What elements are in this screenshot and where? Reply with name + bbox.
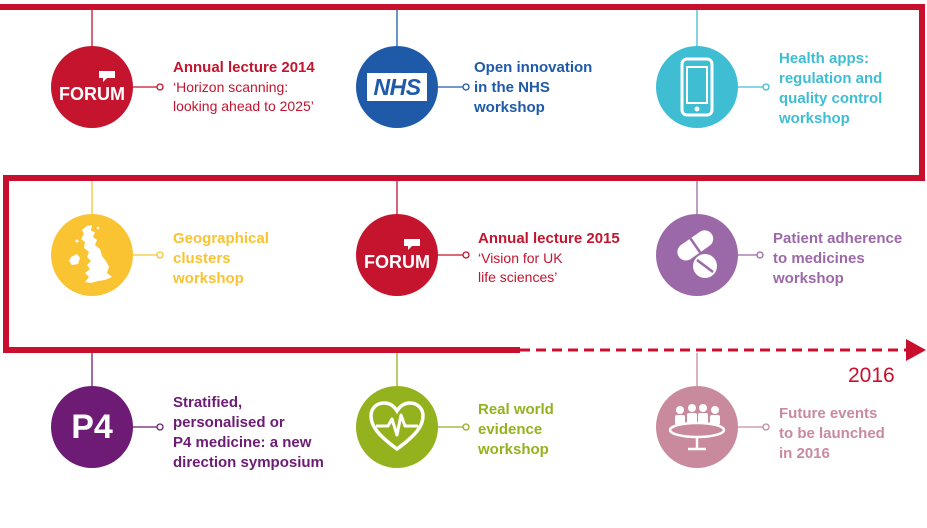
timeline-arrowhead xyxy=(906,339,926,361)
forum-logo-icon: FORUM xyxy=(364,239,430,272)
event-label-future-events: Future events to be launched in 2016 xyxy=(779,404,885,464)
event-title: Real world evidence workshop xyxy=(478,401,554,458)
event-title: Open innovation in the NHS workshop xyxy=(474,59,593,116)
smartphone-icon xyxy=(680,57,714,117)
year-label: 2016 xyxy=(848,364,895,387)
forum-logo-icon: FORUM xyxy=(59,71,125,104)
event-label-patient-adherence: Patient adherence to medicines workshop xyxy=(773,229,902,289)
event-label-p4-medicine: Stratified, personalised or P4 medicine:… xyxy=(173,393,324,473)
p4-logo-text: P4 xyxy=(71,407,113,446)
event-title: Health apps: regulation and quality cont… xyxy=(779,50,883,127)
forum-logo-2015: FORUM xyxy=(356,214,438,296)
event-title: Annual lecture 2015 xyxy=(478,230,620,247)
event-title: Geographical clusters workshop xyxy=(173,230,269,287)
nhs-logo: NHS xyxy=(356,46,438,128)
meeting-table-icon xyxy=(668,404,726,451)
event-label-health-apps: Health apps: regulation and quality cont… xyxy=(779,49,882,129)
pills-icon-circle xyxy=(656,214,738,296)
event-title: Future events to be launched in 2016 xyxy=(779,405,885,462)
event-label-annual-lecture-2014: Annual lecture 2014 ‘Horizon scanning: l… xyxy=(173,58,315,116)
event-subtitle: ‘Horizon scanning: looking ahead to 2025… xyxy=(173,79,314,114)
event-label-geographical-clusters: Geographical clusters workshop xyxy=(173,229,269,289)
event-label-real-world-evidence: Real world evidence workshop xyxy=(478,400,554,460)
event-title: Patient adherence to medicines workshop xyxy=(773,230,903,287)
forum-logo-2014: FORUM xyxy=(51,46,133,128)
forum-logo-text: FORUM xyxy=(59,84,125,104)
event-title: Annual lecture 2014 xyxy=(173,59,315,76)
p4-logo: P4 xyxy=(51,386,133,468)
timeline-solid-line xyxy=(0,4,925,353)
forum-logo-text: FORUM xyxy=(364,252,430,272)
heart-pulse-icon-circle xyxy=(356,386,438,468)
heart-pulse-icon xyxy=(369,401,425,452)
pills-icon xyxy=(677,230,717,278)
event-title: Stratified, personalised or P4 medicine:… xyxy=(173,394,324,471)
event-label-annual-lecture-2015: Annual lecture 2015 ‘Vision for UK life … xyxy=(478,229,620,287)
meeting-table-icon-circle xyxy=(656,386,738,468)
smartphone-icon-circle xyxy=(656,46,738,128)
uk-map-icon-circle xyxy=(51,214,133,296)
event-subtitle: ‘Vision for UK life sciences’ xyxy=(478,250,563,285)
uk-map-icon xyxy=(69,225,112,283)
nhs-logo-text: NHS xyxy=(367,73,427,101)
event-label-open-innovation: Open innovation in the NHS workshop xyxy=(474,58,592,118)
